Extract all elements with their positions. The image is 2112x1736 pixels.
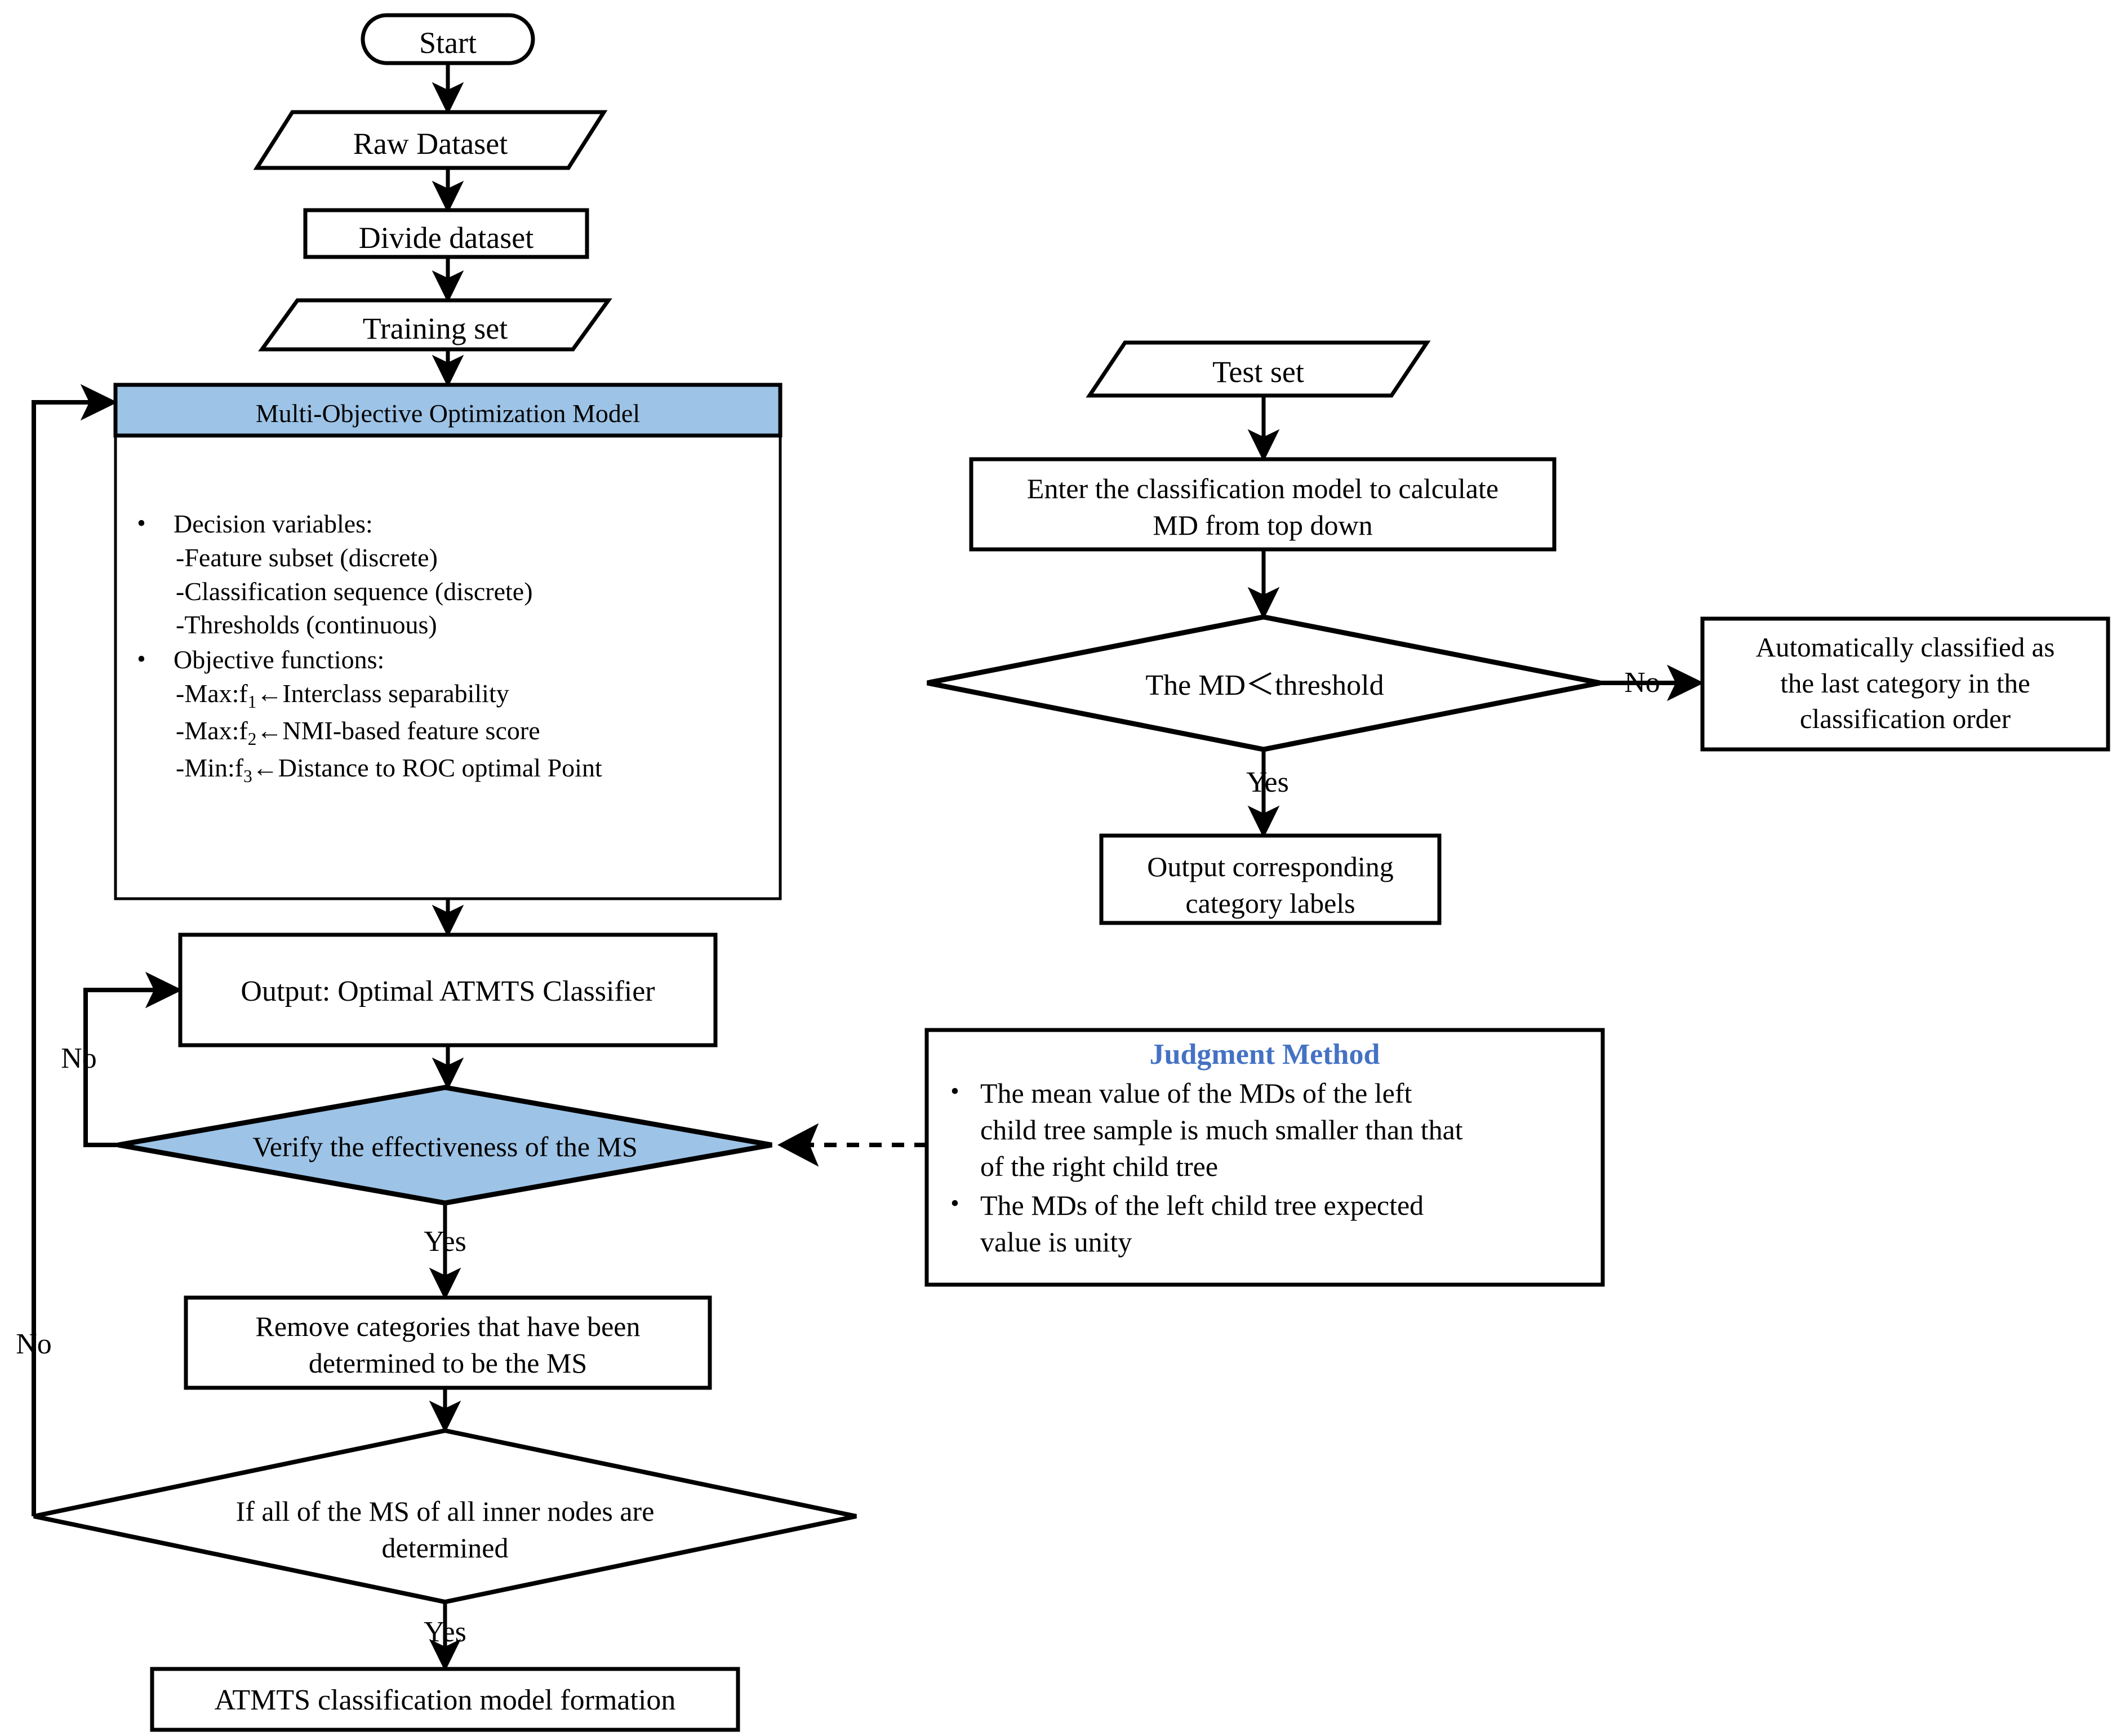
shape-output-labels <box>1099 833 1442 925</box>
shape-model-body <box>114 383 782 900</box>
label-model-header: Multi-Objective Optimization Model <box>255 399 641 428</box>
judgment-method-title: Judgment Method <box>1149 1038 1380 1071</box>
label-auto-classified: Automatically classified as the last cat… <box>1755 632 2055 735</box>
objective-prefix: -Min:f <box>176 753 244 782</box>
edge-verify-no-loop <box>83 971 183 1147</box>
objective-subscript: 1 <box>247 692 257 712</box>
label-model-formation: ATMTS classification model formation <box>214 1684 676 1716</box>
shape-remove-categories <box>184 1295 712 1390</box>
shape-model-formation <box>150 1667 740 1732</box>
edge-innernodes-no-loop <box>32 384 118 1516</box>
bullet-icon: • <box>137 645 146 673</box>
objective-prefix: -Max:f <box>176 678 248 708</box>
objective-arrow-icon: ← <box>256 716 283 745</box>
objective-text: Interclass separability <box>282 678 509 708</box>
list-item: • Decision variables: <box>128 507 776 541</box>
bullet-icon: • <box>950 1189 959 1217</box>
list-item: • The mean value of the MDs of the left … <box>942 1075 1595 1185</box>
label-divide-dataset: Divide dataset <box>358 221 534 255</box>
shape-model-header <box>113 383 782 438</box>
shape-training-set <box>258 298 612 352</box>
list-item: -Thresholds (continuous) <box>176 610 437 640</box>
objective-functions-lines: -Max:f1←Interclass separability -Max:f2←… <box>128 677 776 788</box>
label-remove-categories: Remove categories that have been determi… <box>255 1311 641 1379</box>
list-item: -Feature subset (discrete) <box>176 543 438 572</box>
label-training-set: Training set <box>362 312 508 345</box>
label-verify-decision: Verify the effectiveness of the MS <box>252 1131 638 1162</box>
edge-label-md-no: No <box>1624 667 1660 699</box>
edge-label-innernodes-yes: Yes <box>424 1616 466 1648</box>
objective-subscript: 3 <box>243 766 252 786</box>
edge-label-md-yes: Yes <box>1246 766 1289 798</box>
shape-test-set <box>1086 340 1431 398</box>
decision-variables-lines: -Feature subset (discrete) -Classificati… <box>128 541 776 642</box>
objective-subscript: 2 <box>247 729 257 749</box>
objective-prefix: -Max:f <box>176 716 248 745</box>
label-inner-nodes-decision: If all of the MS of all inner nodes are … <box>235 1495 655 1564</box>
list-item: -Max:f1←Interclass separability <box>176 677 776 714</box>
objective-text: Distance to ROC optimal Point <box>278 753 602 782</box>
judgment-item-text: The mean value of the MDs of the left ch… <box>980 1077 1463 1182</box>
list-item: -Max:f2←NMI-based feature score <box>176 714 776 751</box>
bullet-icon: • <box>950 1077 959 1105</box>
list-item: • Objective functions: <box>128 643 776 677</box>
objective-text: NMI-based feature score <box>282 716 540 745</box>
judgment-item-text: The MDs of the left child tree expected … <box>980 1189 1424 1258</box>
list-item: -Classification sequence (discrete) <box>176 576 533 606</box>
shape-divide-dataset <box>303 208 589 259</box>
edge-label-verify-yes: Yes <box>424 1226 466 1258</box>
objective-functions-heading: Objective functions: <box>174 645 385 674</box>
model-body-list: • Decision variables: -Feature subset (d… <box>128 507 776 788</box>
label-raw-dataset: Raw Dataset <box>353 127 508 161</box>
bullet-icon: • <box>137 509 146 537</box>
edge-label-verify-no: No <box>61 1042 97 1075</box>
list-item: • The MDs of the left child tree expecte… <box>942 1187 1595 1260</box>
shape-enter-model <box>969 457 1557 552</box>
shape-auto-classified <box>1700 616 2110 752</box>
label-output-labels: Output corresponding category labels <box>1147 851 1394 919</box>
objective-arrow-icon: ← <box>252 753 278 782</box>
label-test-set: Test set <box>1212 355 1304 389</box>
label-output-classifier: Output: Optimal ATMTS Classifier <box>241 975 655 1007</box>
label-enter-model: Enter the classification model to calcul… <box>1026 473 1499 541</box>
decision-variables-heading: Decision variables: <box>174 509 373 538</box>
objective-arrow-icon: ← <box>256 678 283 708</box>
list-item: -Min:f3←Distance to ROC optimal Point <box>176 751 776 788</box>
label-md-decision: The MD＜threshold <box>1145 669 1384 701</box>
shape-judgment-method <box>924 1028 1605 1287</box>
judgment-method-list: • The mean value of the MDs of the left … <box>942 1075 1595 1260</box>
label-start: Start <box>419 26 477 60</box>
edge-label-innernodes-no: No <box>16 1328 52 1360</box>
shape-raw-dataset <box>253 110 608 170</box>
